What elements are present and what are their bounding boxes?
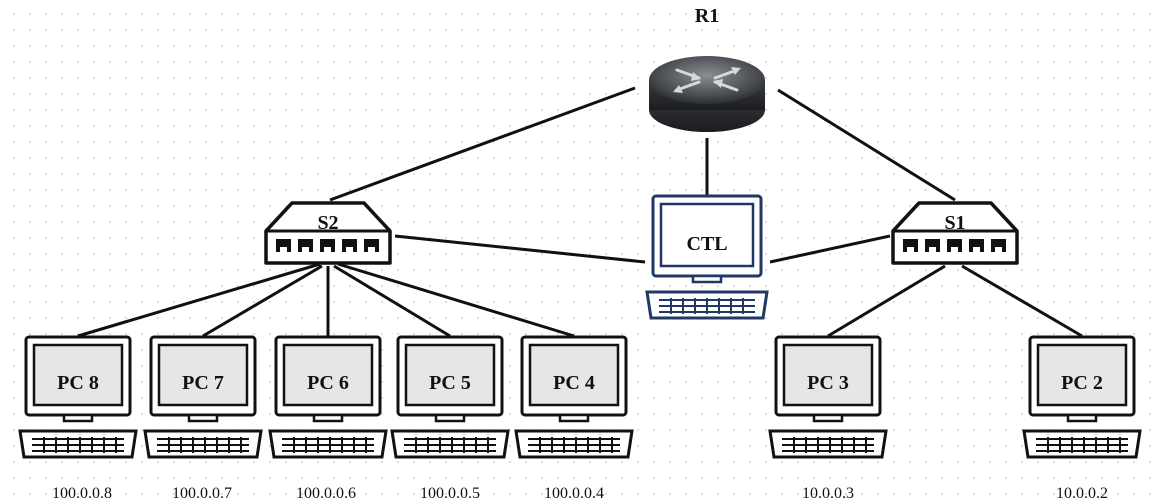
computer-icon (390, 335, 510, 459)
host-label: PC 8 (57, 372, 99, 394)
host-ip: 10.0.0.2 (1056, 485, 1108, 502)
router-icon (649, 56, 765, 132)
controller-label: CTL (686, 233, 727, 255)
link-s2-pc5 (333, 264, 451, 338)
link-s1-ctl (769, 234, 891, 264)
host-ip: 100.0.0.7 (172, 485, 232, 502)
link-s2-pc4 (337, 262, 575, 338)
host-ip: 100.0.0.6 (296, 485, 356, 502)
host-ip: 10.0.0.3 (802, 485, 854, 502)
computer-icon (268, 335, 388, 459)
switch-s2[interactable]: S2 (264, 201, 392, 265)
link-r1-s1 (777, 88, 956, 202)
host-label: PC 2 (1061, 372, 1103, 394)
host-pc4[interactable]: PC 4 100.0.0.4 (514, 335, 634, 502)
host-pc7[interactable]: PC 7 100.0.0.7 (143, 335, 263, 502)
link-s1-pc3 (827, 264, 946, 338)
host-pc6[interactable]: PC 6 100.0.0.6 (268, 335, 388, 502)
link-s2-pc8 (77, 262, 321, 338)
link-layer (77, 86, 1083, 338)
computer-icon (1022, 335, 1142, 459)
host-label: PC 3 (807, 372, 849, 394)
workstation-icon (645, 194, 769, 320)
host-ip: 100.0.0.8 (52, 485, 112, 502)
router-label: R1 (695, 5, 719, 27)
router-r1[interactable]: R1 (649, 5, 765, 132)
host-pc8[interactable]: PC 8 100.0.0.8 (18, 335, 138, 502)
link-s2-ctl (394, 234, 646, 264)
switch-label: S2 (317, 212, 338, 234)
controller-ctl[interactable]: CTL (645, 194, 769, 320)
link-r1-s2 (329, 86, 636, 202)
host-label: PC 6 (307, 372, 349, 394)
host-label: PC 5 (429, 372, 471, 394)
switch-s1[interactable]: S1 (891, 201, 1019, 265)
host-ip: 100.0.0.5 (420, 485, 480, 502)
host-label: PC 7 (182, 372, 224, 394)
host-pc3[interactable]: PC 3 10.0.0.3 (768, 335, 888, 502)
host-pc2[interactable]: PC 2 10.0.0.2 (1022, 335, 1142, 502)
host-pc5[interactable]: PC 5 100.0.0.5 (390, 335, 510, 502)
link-s1-pc2 (961, 264, 1083, 338)
host-label: PC 4 (553, 372, 595, 394)
computer-icon (514, 335, 634, 459)
host-ip: 100.0.0.4 (544, 485, 604, 502)
switch-label: S1 (944, 212, 965, 234)
computer-icon (143, 335, 263, 459)
computer-icon (768, 335, 888, 459)
computer-icon (18, 335, 138, 459)
link-s2-pc7 (202, 264, 323, 338)
